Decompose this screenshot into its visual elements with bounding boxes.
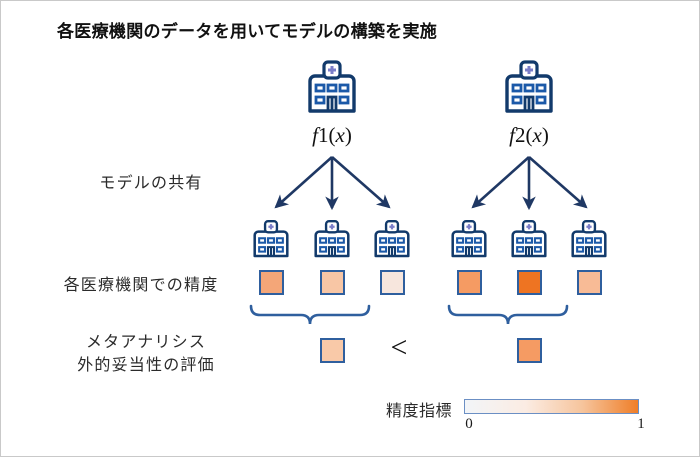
hospital-icon-parent-1: [304, 59, 360, 115]
arrow-down-icon: [471, 156, 530, 209]
model-label-f2: f2(x): [479, 123, 579, 148]
row-label-local-accuracy: 各医療機関での精度: [63, 277, 219, 294]
meta-summary-square-1: [320, 338, 345, 363]
hospital-icon-site-1-2: [311, 219, 353, 259]
meta-summary-square-2: [517, 338, 542, 363]
hospital-icon-site-2-2: [508, 219, 550, 259]
hospital-icon-parent-2: [501, 59, 557, 115]
model-label-f2-index: 2: [515, 123, 526, 147]
arrow-group-2: [471, 156, 588, 211]
row-label-meta-line1: メタアナリシス: [85, 334, 207, 351]
hospital-icon-site-2-3: [568, 219, 610, 259]
hospital-icon-site-2-1: [448, 219, 490, 259]
model-label-f2-arg: (x): [525, 123, 549, 147]
arrow-down-icon: [331, 156, 391, 209]
row-label-meta-line2: 外的妥当性の評価: [77, 357, 215, 375]
arrow-down-icon: [274, 156, 333, 209]
arrow-group-1: [274, 156, 391, 211]
hospital-icon-site-1-1: [250, 219, 292, 259]
model-label-f1: f1(x): [282, 123, 382, 148]
legend-gradient-bar: [464, 399, 639, 414]
legend-tick-min: 0: [465, 416, 473, 432]
accuracy-square-site-1-2: [320, 270, 345, 295]
hospital-icon-site-1-3: [371, 219, 413, 259]
model-label-f2-f: f: [509, 123, 515, 147]
row-label-meta-analysis: メタアナリシス 外的妥当性の評価: [51, 331, 241, 377]
curly-brace-icon: [447, 304, 569, 325]
page-title: 各医療機関のデータを用いてモデルの構築を実施: [57, 22, 438, 41]
accuracy-square-site-2-2: [517, 270, 542, 295]
row-label-model-sharing: モデルの共有: [99, 175, 203, 192]
accuracy-square-site-2-1: [457, 270, 482, 295]
arrow-down-icon: [528, 156, 588, 209]
brace-group-2: [447, 304, 569, 325]
model-label-f1-index: 1: [318, 123, 329, 147]
legend-label: 精度指標: [386, 403, 453, 420]
comparison-operator: <: [390, 331, 408, 364]
model-label-f1-f: f: [312, 123, 318, 147]
accuracy-square-site-1-3: [380, 270, 405, 295]
accuracy-square-site-1-1: [259, 270, 284, 295]
accuracy-square-site-2-3: [577, 270, 602, 295]
curly-brace-icon: [249, 304, 371, 325]
brace-group-1: [249, 304, 371, 325]
legend-tick-max: 1: [637, 416, 645, 432]
model-label-f1-arg: (x): [328, 123, 352, 147]
